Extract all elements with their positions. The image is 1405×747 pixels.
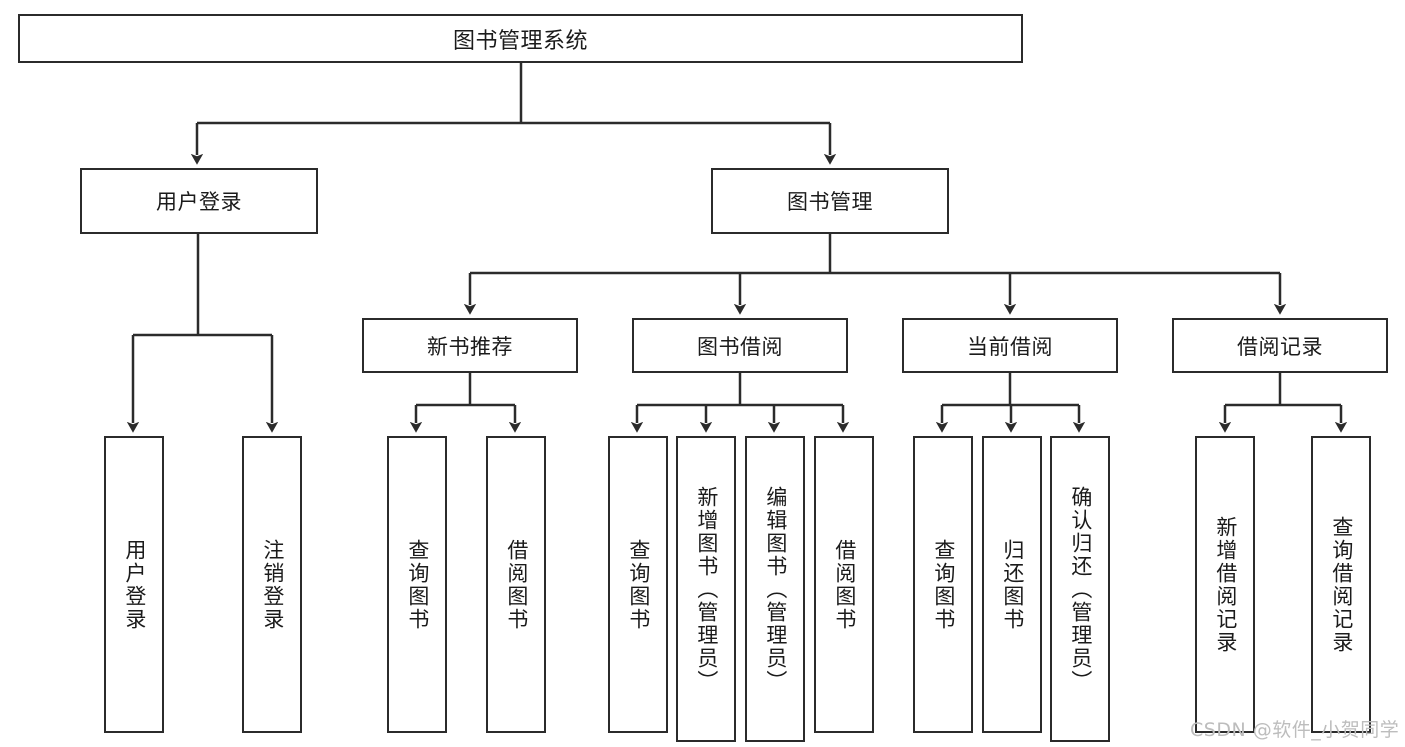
leaf-add-borrow-record[interactable]: 新增借阅记录 <box>1195 436 1255 733</box>
leaf-query-book-1[interactable]: 查询图书 <box>387 436 447 733</box>
leaf-add-borrow-record-label: 新增借阅记录 <box>1213 515 1238 654</box>
leaf-confirm-return-label: 确认归还（管理员） <box>1068 485 1093 693</box>
node-new-book-recommend[interactable]: 新书推荐 <box>362 318 578 373</box>
node-root[interactable]: 图书管理系统 <box>18 14 1023 63</box>
node-root-label: 图书管理系统 <box>452 28 588 54</box>
leaf-add-book-label: 新增图书（管理员） <box>694 485 719 693</box>
node-new-book-recommend-label: 新书推荐 <box>427 334 513 359</box>
node-current-borrow-label: 当前借阅 <box>967 334 1053 359</box>
node-book-manage-label: 图书管理 <box>787 190 873 214</box>
node-book-borrow-label: 图书借阅 <box>697 334 783 359</box>
node-current-borrow[interactable]: 当前借阅 <box>902 318 1118 373</box>
leaf-query-borrow-record[interactable]: 查询借阅记录 <box>1311 436 1371 733</box>
leaf-borrow-book-2[interactable]: 借阅图书 <box>814 436 874 733</box>
node-borrow-record[interactable]: 借阅记录 <box>1172 318 1388 373</box>
leaf-user-login[interactable]: 用户登录 <box>104 436 164 733</box>
leaf-return-book-label: 归还图书 <box>1000 538 1025 631</box>
node-borrow-record-label: 借阅记录 <box>1237 334 1323 359</box>
leaf-return-book[interactable]: 归还图书 <box>982 436 1042 733</box>
node-book-borrow[interactable]: 图书借阅 <box>632 318 848 373</box>
leaf-query-book-3-label: 查询图书 <box>931 538 956 631</box>
leaf-confirm-return[interactable]: 确认归还（管理员） <box>1050 436 1110 742</box>
leaf-borrow-book-1[interactable]: 借阅图书 <box>486 436 546 733</box>
node-book-manage[interactable]: 图书管理 <box>711 168 949 234</box>
leaf-borrow-book-1-label: 借阅图书 <box>504 538 529 631</box>
node-user-login[interactable]: 用户登录 <box>80 168 318 234</box>
leaf-query-book-3[interactable]: 查询图书 <box>913 436 973 733</box>
leaf-logout-label: 注销登录 <box>260 538 285 631</box>
leaf-query-borrow-record-label: 查询借阅记录 <box>1329 515 1354 654</box>
leaf-logout[interactable]: 注销登录 <box>242 436 302 733</box>
leaf-edit-book-label: 编辑图书（管理员） <box>763 485 788 693</box>
node-user-login-label: 用户登录 <box>156 190 242 214</box>
leaf-query-book-2-label: 查询图书 <box>626 538 651 631</box>
leaf-add-book[interactable]: 新增图书（管理员） <box>676 436 736 742</box>
leaf-query-book-2[interactable]: 查询图书 <box>608 436 668 733</box>
leaf-query-book-1-label: 查询图书 <box>405 538 430 631</box>
leaf-user-login-label: 用户登录 <box>122 538 147 631</box>
leaf-edit-book[interactable]: 编辑图书（管理员） <box>745 436 805 742</box>
leaf-borrow-book-2-label: 借阅图书 <box>832 538 857 631</box>
